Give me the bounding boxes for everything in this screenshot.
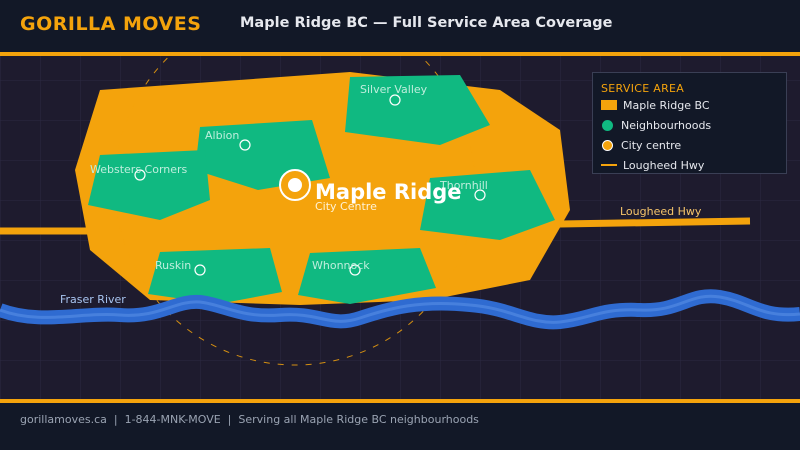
footer-bar (0, 403, 800, 450)
legend-item-label: Neighbourhoods (621, 118, 712, 132)
neighbourhood-markers (134, 94, 486, 276)
header-rule (0, 52, 800, 56)
legend-item-maple-ridge: Maple Ridge BC (601, 98, 710, 112)
label-albion: Albion (205, 129, 239, 142)
legend-item-label: City centre (621, 138, 682, 152)
legend-panel: SERVICE AREA Maple Ridge BC Neighbourhoo… (592, 72, 787, 174)
albion-marker[interactable] (239, 139, 251, 151)
river-label: Fraser River (60, 293, 126, 306)
whonnock-marker[interactable] (349, 264, 361, 276)
orange-swatch-icon (601, 100, 617, 110)
websters-corners-area (88, 150, 210, 220)
label-websters-corners: Websters Corners (90, 163, 188, 176)
highway-label: Lougheed Hwy (620, 205, 702, 218)
ruskin-marker[interactable] (194, 264, 206, 276)
ruskin-area (148, 248, 282, 304)
label-whonnock: Whonnock (312, 259, 370, 272)
label-ruskin: Ruskin (155, 259, 191, 272)
legend-title: SERVICE AREA (601, 82, 685, 95)
brand-logo[interactable]: GORILLA MOVES (20, 13, 202, 35)
legend-item-label: Maple Ridge BC (623, 98, 710, 112)
page-title: Maple Ridge BC — Full Service Area Cover… (240, 15, 613, 31)
legend-item-neighbourhoods: Neighbourhoods (601, 118, 711, 132)
city-centre-label: City Centre (315, 200, 377, 213)
green-dot-icon (602, 119, 613, 131)
whonnock-area (298, 248, 436, 304)
highway-line-icon (601, 164, 617, 166)
thornhill-marker[interactable] (474, 189, 486, 201)
legend-item-lougheed-hwy: Lougheed Hwy (601, 158, 704, 172)
legend-item-city-centre: City centre (601, 138, 681, 152)
legend-item-label: Lougheed Hwy (623, 158, 705, 172)
label-thornhill: Thornhill (439, 179, 488, 192)
footer-text: gorillamoves.ca | 1-844-MNK-MOVE | Servi… (20, 413, 479, 426)
city-centre-marker[interactable] (279, 169, 311, 201)
orange-dot-icon (602, 139, 613, 151)
websters-corners-marker[interactable] (134, 169, 146, 181)
label-silver-valley: Silver Valley (360, 83, 428, 96)
silver-valley-area (345, 75, 490, 145)
fraser-river (0, 289, 800, 330)
thornhill-area (420, 170, 555, 240)
city-name-label: Maple Ridge (315, 180, 462, 204)
footer-rule (0, 399, 800, 403)
header-bar (0, 0, 800, 52)
silver-valley-marker[interactable] (389, 94, 401, 106)
